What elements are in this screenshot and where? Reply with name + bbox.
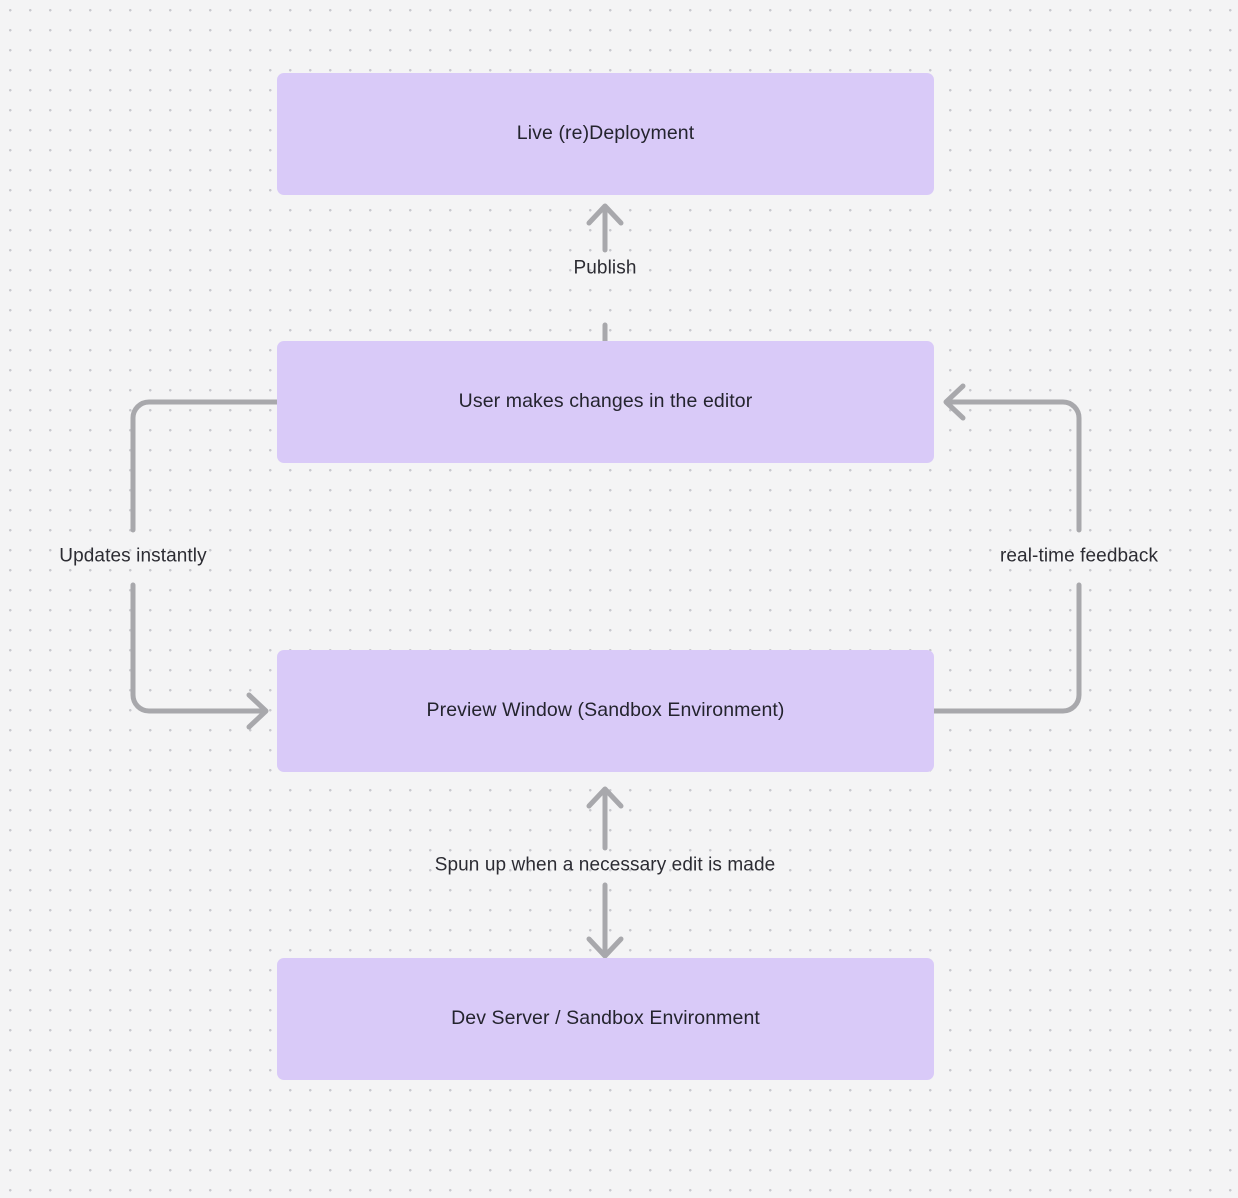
edge-real-time-feedback (931, 383, 1082, 714)
arrowhead-up (586, 203, 624, 226)
edge-label-updates-instantly: Updates instantly (59, 545, 207, 567)
node-label: Dev Server / Sandbox Environment (451, 1007, 760, 1030)
edge-spun-up (586, 786, 624, 959)
node-label: Preview Window (Sandbox Environment) (426, 699, 785, 722)
arrowhead-right (246, 692, 269, 730)
arrowhead-down (586, 936, 624, 959)
edge-publish (586, 203, 624, 344)
edge-label-real-time-feedback: real-time feedback (999, 545, 1159, 567)
node-live-deployment[interactable]: Live (re)Deployment (277, 73, 934, 195)
node-label: User makes changes in the editor (458, 390, 753, 413)
node-dev-server[interactable]: Dev Server / Sandbox Environment (277, 958, 934, 1080)
edge-updates-instantly (130, 399, 280, 730)
edge-label-publish: Publish (573, 257, 637, 279)
edge-label-spun-up: Spun up when a necessary edit is made (434, 854, 776, 876)
arrowhead-left (943, 383, 966, 421)
arrowhead-up (586, 786, 624, 809)
node-user-edits[interactable]: User makes changes in the editor (277, 341, 934, 463)
node-preview-window[interactable]: Preview Window (Sandbox Environment) (277, 650, 934, 772)
node-label: Live (re)Deployment (516, 122, 695, 145)
